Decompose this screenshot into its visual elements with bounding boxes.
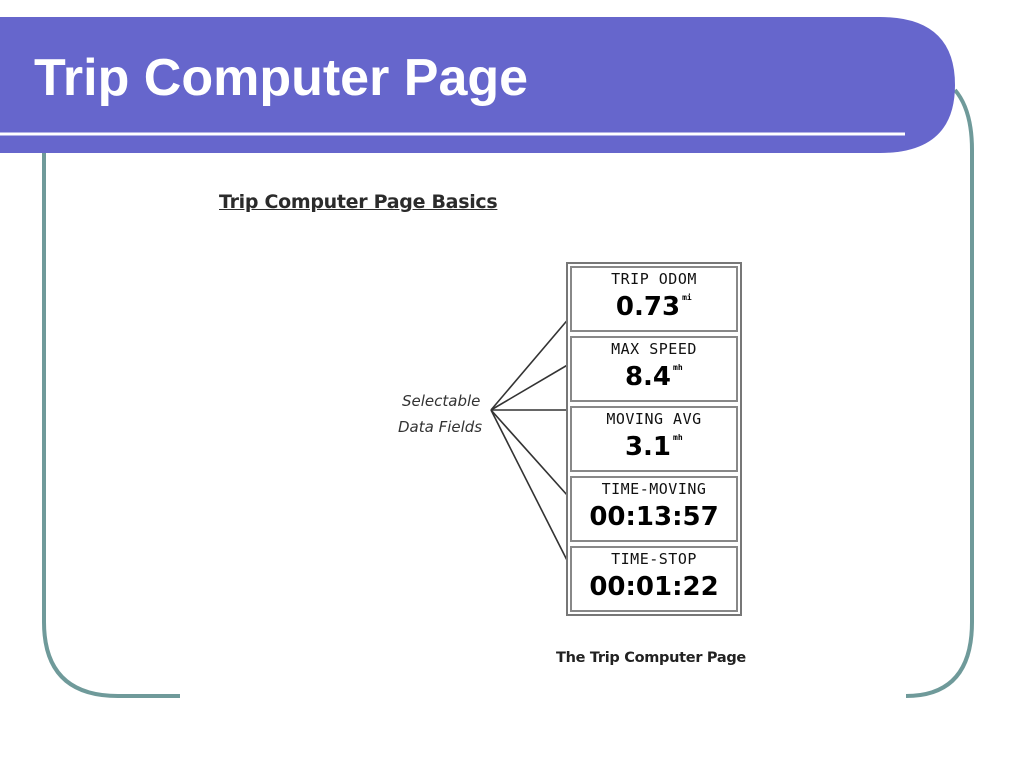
- data-field-time-stop[interactable]: TIME-STOP 00:01:22: [570, 546, 738, 612]
- callout-lines: [490, 309, 577, 579]
- field-value: 00:01:22: [572, 572, 736, 602]
- field-unit: mi: [682, 293, 692, 302]
- callout-line-time-stop: [490, 409, 577, 579]
- callout-line-trip-odom: [490, 309, 577, 411]
- field-unit: mh: [673, 363, 683, 372]
- field-value-number: 0.73: [615, 292, 681, 322]
- field-value: 00:13:57: [572, 502, 736, 532]
- figure-caption: The Trip Computer Page: [556, 650, 746, 666]
- field-label: TIME-MOVING: [601, 480, 707, 498]
- callout-label-line2: Data Fields: [398, 418, 483, 436]
- field-value-number: 00:13:57: [589, 502, 719, 532]
- field-label: MAX SPEED: [611, 340, 697, 358]
- field-label: TIME-STOP: [611, 550, 697, 568]
- title-bar: [0, 17, 955, 153]
- slide-title: Trip Computer Page: [34, 49, 529, 107]
- data-field-time-moving[interactable]: TIME-MOVING 00:13:57: [570, 476, 738, 542]
- frame-right-border: [905, 88, 974, 698]
- field-label: MOVING AVG: [606, 410, 702, 428]
- field-unit: mh: [673, 433, 683, 442]
- callout-line-time-moving: [490, 409, 577, 506]
- field-value-number: 8.4: [624, 362, 672, 392]
- field-value-number: 00:01:22: [589, 572, 719, 602]
- frame-left-border: [42, 152, 180, 698]
- callout-label-line1: Selectable: [402, 392, 481, 410]
- field-label: TRIP ODOM: [611, 270, 697, 288]
- callout-line-max-speed: [490, 359, 577, 411]
- field-value-number: 3.1: [624, 432, 672, 462]
- section-heading: Trip Computer Page Basics: [219, 191, 498, 213]
